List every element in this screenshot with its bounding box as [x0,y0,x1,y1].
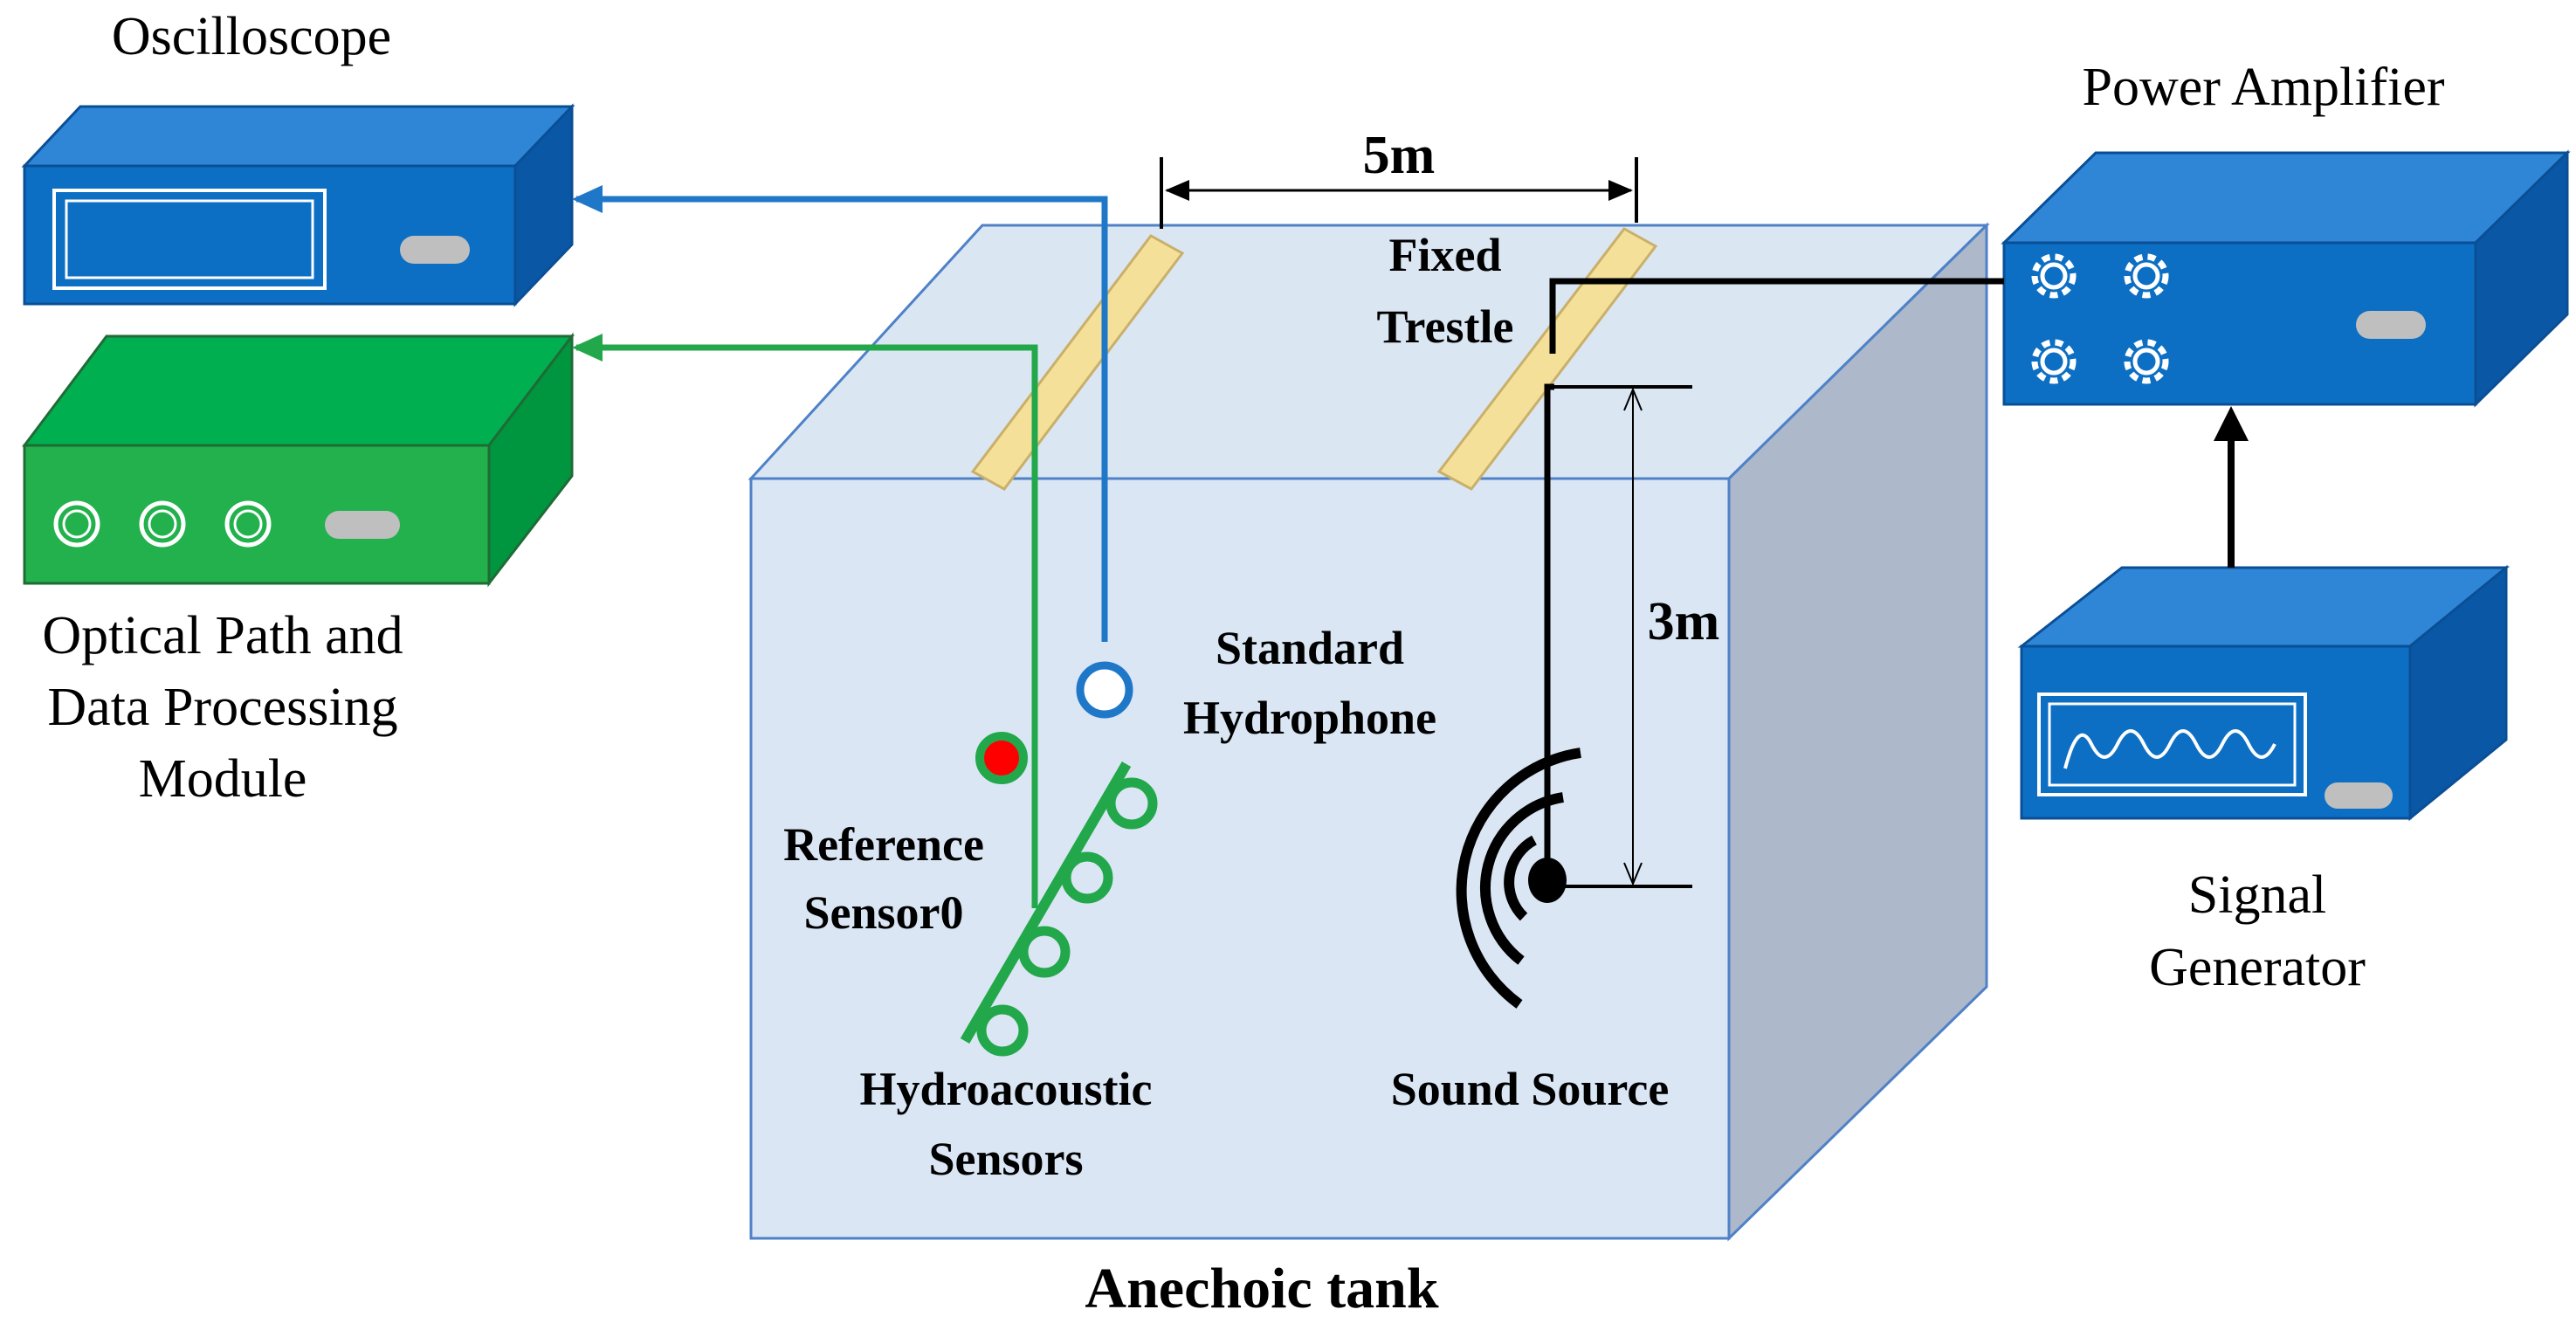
tank-label: Anechoic tank [1085,1257,1438,1320]
svg-text:Data Processing: Data Processing [47,678,397,737]
hydrophone-cable [572,185,1133,719]
power-cable [1544,278,2004,884]
standard-hydrophone [1076,661,1133,719]
trestle-right [1436,227,1658,491]
gear-icon [2031,339,2077,384]
oscilloscope-label: Oscilloscope [112,7,391,66]
svg-text:Fixed: Fixed [1389,229,1502,281]
port-icon [224,500,272,548]
svg-text:Reference: Reference [783,818,984,871]
tank-front-face [749,477,1731,1240]
oscilloscope [21,103,575,307]
arrow-icon [572,334,603,362]
power-amplifier-label: Power Amplifier [2083,58,2445,117]
gear-icon [2124,253,2169,299]
sine-wave-icon [2037,693,2307,796]
svg-text:Sensor0: Sensor0 [803,886,963,939]
power-amplifier [2001,149,2571,408]
hydroacoustic-sensors-label: Hydroacoustic Sensors [860,1063,1153,1185]
port-icon [139,500,186,548]
reference-sensor-label: Reference Sensor0 [783,818,984,939]
svg-text:Trestle: Trestle [1377,300,1514,353]
standard-hydrophone-label: Standard Hydrophone [1183,622,1436,744]
svg-text:Optical Path and: Optical Path and [42,606,403,665]
signal-cable [2214,406,2249,568]
dimension-5m [1160,157,1638,229]
optical-module [21,332,575,588]
fixed-trestle-label: Fixed Trestle [1377,229,1514,353]
optical-module-button [325,511,400,539]
svg-text:Generator: Generator [2149,938,2366,997]
svg-text:Module: Module [139,749,307,809]
dimension-3m [1554,385,1692,888]
signal-generator-label: Signal Generator [2149,865,2366,997]
fiber-cable [572,334,1038,908]
screen-icon [52,189,327,290]
distance-label: 5m [1363,126,1436,185]
oscilloscope-button [400,236,470,264]
oscilloscope-top [21,105,575,168]
svg-text:Standard: Standard [1216,622,1404,674]
svg-text:Sensors: Sensors [928,1133,1083,1185]
power-amplifier-button [2356,311,2426,339]
gear-icon [2124,339,2169,384]
power-amplifier-top [2001,151,2571,245]
arrow-icon [572,185,603,213]
hydroacoustic-sensor [1061,851,1113,904]
sound-source [1456,748,1581,1009]
oscilloscope-front [23,164,517,306]
gear-icon [2031,253,2077,299]
arrow-icon [2214,406,2249,441]
signal-generator [2017,564,2511,822]
svg-text:Signal: Signal [2188,865,2326,925]
reference-sensor [975,732,1028,784]
port-icon [53,500,100,548]
hydroacoustic-sensor [1018,926,1071,978]
svg-text:Hydrophone: Hydrophone [1183,692,1436,744]
svg-text:Hydroacoustic: Hydroacoustic [860,1063,1153,1115]
hydroacoustic-sensor-array [960,761,1158,1057]
signal-generator-button [2325,782,2393,809]
optical-module-top [21,334,575,447]
optical-module-label: Optical Path and Data Processing Module [42,606,403,809]
depth-label: 3m [1648,592,1720,651]
hydroacoustic-sensor [1105,777,1158,830]
hydroacoustic-sensor [976,1004,1029,1057]
sound-source-label: Sound Source [1391,1063,1670,1115]
